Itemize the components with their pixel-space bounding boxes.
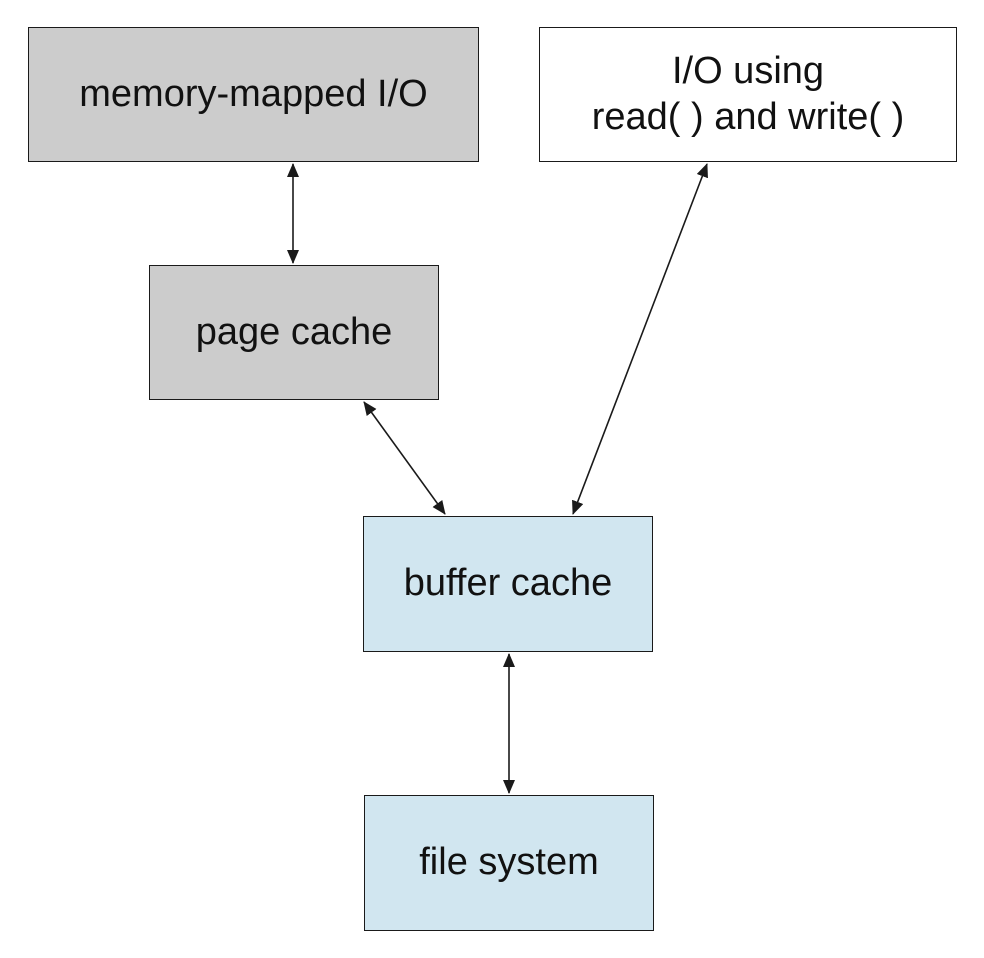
page-cache-box: page cache <box>149 265 439 400</box>
buffer-cache-label: buffer cache <box>403 562 613 605</box>
read-write-io-text: I/O using read( ) and write( ) <box>592 49 905 140</box>
page-cache-label: page cache <box>195 310 393 353</box>
file-system-box: file system <box>364 795 654 931</box>
file-system-label: file system <box>419 841 599 884</box>
buffer-cache-box: buffer cache <box>363 516 653 652</box>
read-write-io-box: I/O using read( ) and write( ) <box>539 27 957 162</box>
arrow-page-cache-buffer-cache <box>363 401 446 515</box>
read-write-io-label-line2: read( ) and write( ) <box>591 95 905 138</box>
memory-mapped-io-label: memory-mapped I/O <box>79 72 428 115</box>
memory-mapped-io-box: memory-mapped I/O <box>28 27 479 162</box>
arrow-read-write-buffer-cache <box>572 163 708 515</box>
read-write-io-label-line1: I/O using <box>671 49 825 92</box>
